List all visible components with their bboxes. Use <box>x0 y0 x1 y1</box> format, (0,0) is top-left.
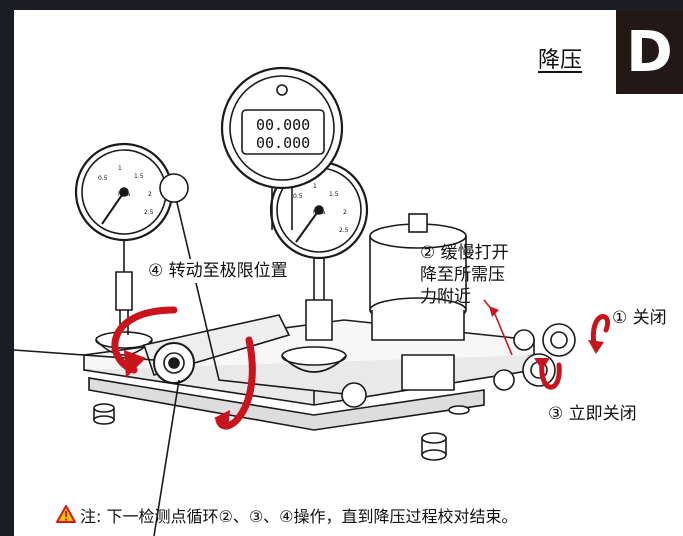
digital-reading-top: 00.000 <box>256 116 310 134</box>
left-gauge-unit: MPa <box>118 191 131 198</box>
left-gauge-tick-2-5: 2.5 <box>144 209 154 216</box>
right-gauge-tick-1: 1 <box>313 183 317 190</box>
step2-label: ② 缓慢打开 降至所需压 力附近 <box>420 242 509 308</box>
step3-label: ③ 立即关闭 <box>548 404 637 424</box>
step4-label: ④ 转动至极限位置 <box>146 259 290 283</box>
section-letter-badge: D <box>616 10 683 94</box>
pressure-tester-drawing: 1 1.5 2 2.5 0.5 MPa 1 1.5 2 2.5 0.5 MPa … <box>14 66 610 536</box>
right-gauge-tick-2-5: 2.5 <box>339 227 349 234</box>
page-title: 降压 <box>538 48 583 73</box>
warning-icon <box>56 505 76 523</box>
left-gauge-tick-0-5: 0.5 <box>98 175 108 182</box>
left-gauge-tick-2: 2 <box>148 191 152 198</box>
step2-line2: 降至所需压 <box>420 265 505 285</box>
step2-line3: 力附近 <box>420 287 471 307</box>
digital-reading-bottom: 00.000 <box>256 134 310 152</box>
right-gauge-tick-1-5: 1.5 <box>329 191 339 198</box>
right-gauge-tick-2: 2 <box>343 209 347 216</box>
right-gauge-tick-0-5: 0.5 <box>293 193 303 200</box>
step2-line1: ② 缓慢打开 <box>420 243 509 263</box>
illustration-panel: 1 1.5 2 2.5 0.5 MPa 1 1.5 2 2.5 0.5 MPa … <box>14 10 683 536</box>
note-text: 注: 下一检测点循环②、③、④操作，直到降压过程校对结束。 <box>80 507 518 526</box>
left-gauge-tick-1: 1 <box>118 165 122 172</box>
step1-label: ① 关闭 <box>612 308 667 328</box>
left-gauge-tick-1-5: 1.5 <box>134 173 144 180</box>
section-letter: D <box>626 19 673 85</box>
right-gauge-unit: MPa <box>313 209 326 216</box>
